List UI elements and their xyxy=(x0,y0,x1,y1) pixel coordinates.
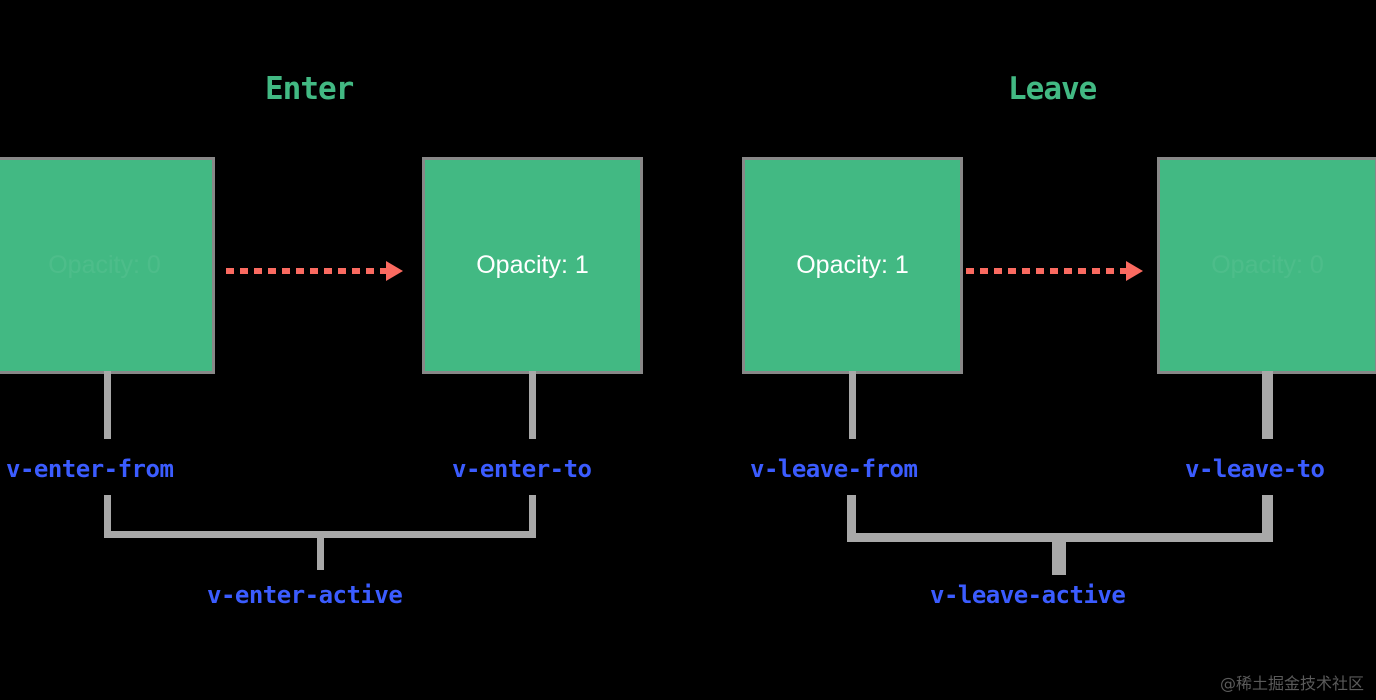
connector-stem-enter-to xyxy=(529,371,536,439)
dashed-arrow-right-icon-enter xyxy=(226,261,406,281)
state-box-leave-from-label: Opacity: 1 xyxy=(796,251,909,279)
watermark: @稀土掘金技术社区 xyxy=(1219,674,1364,693)
state-box-enter-to: Opacity: 1 xyxy=(425,160,640,371)
bracket-right-arm xyxy=(1262,495,1273,542)
state-box-enter-from: Opacity: 0 xyxy=(0,160,212,371)
arrow-shaft xyxy=(966,268,1130,274)
class-label-leave-from: v-leave-from xyxy=(750,455,918,483)
state-box-enter-from-label: Opacity: 0 xyxy=(48,251,161,279)
connector-stem-leave-to xyxy=(1262,371,1273,439)
section-title-leave: Leave xyxy=(1008,71,1097,107)
arrow-head xyxy=(386,261,403,281)
arrow-head xyxy=(1126,261,1143,281)
class-label-leave-to: v-leave-to xyxy=(1185,455,1325,483)
bracket-left-arm xyxy=(847,495,856,542)
class-label-leave-active: v-leave-active xyxy=(930,581,1126,609)
bracket-drop xyxy=(1052,533,1066,575)
class-label-enter-active: v-enter-active xyxy=(207,581,403,609)
state-box-leave-to-label: Opacity: 0 xyxy=(1211,251,1324,279)
state-box-leave-to: Opacity: 0 xyxy=(1160,160,1375,371)
connector-stem-leave-from xyxy=(849,371,856,439)
class-label-enter-from: v-enter-from xyxy=(6,455,174,483)
bracket-drop xyxy=(317,531,324,570)
class-label-enter-to: v-enter-to xyxy=(452,455,592,483)
state-box-leave-from: Opacity: 1 xyxy=(745,160,960,371)
state-box-enter-to-label: Opacity: 1 xyxy=(476,251,589,279)
arrow-shaft xyxy=(226,268,390,274)
dashed-arrow-right-icon-leave xyxy=(966,261,1146,281)
connector-stem-enter-from xyxy=(104,371,111,439)
section-title-enter: Enter xyxy=(265,71,354,107)
bracket-left-arm xyxy=(104,495,111,538)
bracket-right-arm xyxy=(529,495,536,538)
